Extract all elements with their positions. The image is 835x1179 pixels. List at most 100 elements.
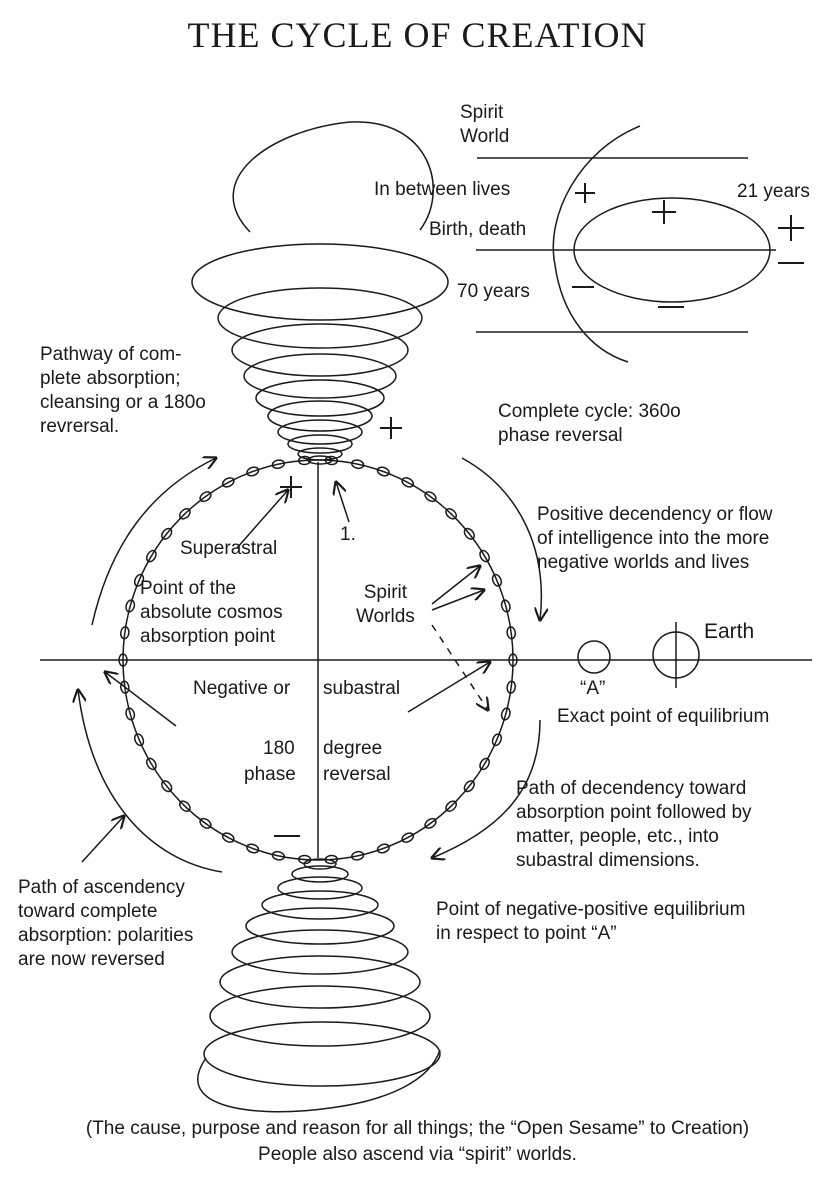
lower-vortex-spiral — [197, 858, 441, 1113]
upper-vortex-spiral — [191, 121, 449, 465]
inset-birth-death-label: Birth, death — [429, 219, 527, 240]
ascendency-pointer — [81, 816, 124, 863]
spirit-worlds-pointer-1 — [431, 566, 480, 605]
vortex-ring — [261, 890, 379, 920]
circle-loop — [246, 466, 260, 477]
circle-loop — [463, 780, 475, 793]
circle-loop — [479, 549, 490, 563]
vortex-ring — [277, 419, 363, 445]
circle-loop — [118, 653, 128, 667]
plus-icon — [280, 476, 302, 498]
superastral-pointer — [236, 490, 288, 549]
inset-70-years-label: 70 years — [457, 281, 530, 302]
circle-loop — [479, 757, 490, 771]
vortex-ring — [191, 243, 449, 321]
vortex-ring — [203, 1021, 441, 1087]
circle-loop — [161, 780, 173, 793]
circle-loop — [351, 459, 365, 470]
circle-loop — [120, 680, 130, 694]
plus-icon — [652, 200, 676, 224]
vortex-ring — [245, 907, 395, 945]
subastral-label: subastral — [323, 678, 401, 699]
diagram-title: THE CYCLE OF CREATION — [187, 15, 648, 55]
circle-loop — [221, 832, 235, 843]
plus-icon — [380, 417, 402, 439]
circle-loop — [401, 477, 415, 488]
vortex-ring — [217, 287, 423, 349]
circle-loop — [199, 817, 212, 829]
circle-loop — [445, 800, 458, 812]
circle-loop — [351, 850, 365, 861]
ascending-arc-arrow — [91, 458, 216, 626]
point-a-label: “A” — [580, 678, 606, 699]
circle-loop — [500, 599, 511, 613]
circle-loop — [324, 455, 339, 466]
absolute-cosmos-label: Point of the absolute cosmos absorption … — [140, 578, 283, 647]
point-one-label: 1. — [340, 524, 356, 545]
phase-label: phase — [244, 764, 296, 785]
circle-loop — [500, 707, 511, 721]
earth-label: Earth — [704, 620, 755, 643]
inset-21-years-label: 21 years — [737, 181, 810, 202]
circle-loop — [424, 817, 437, 829]
circle-loop — [271, 459, 285, 470]
vortex-ring — [243, 353, 397, 399]
circle-loop — [376, 466, 390, 477]
circle-loop — [506, 626, 516, 640]
vortex-ring — [209, 985, 431, 1047]
circle-loop — [246, 843, 260, 854]
circle-loop — [297, 455, 312, 466]
negative-or-label: Negative or — [193, 678, 291, 699]
circle-loop — [491, 733, 503, 747]
circle-loop — [146, 757, 157, 771]
vortex-ring — [231, 323, 409, 377]
negative-right-pointer — [407, 662, 490, 713]
positive-decendency-label: Positive decendency or flow of intellige… — [537, 504, 773, 573]
vortex-ring — [277, 876, 363, 900]
spirit-worlds-label: Spirit Worlds — [356, 582, 415, 627]
inset-spirit-world-label: Spirit World — [460, 102, 510, 147]
spirit-worlds-circle — [118, 455, 518, 865]
descending-arc-arrow-right — [461, 457, 541, 620]
circle-loop — [161, 527, 173, 540]
spirit-worlds-pointer-2 — [431, 590, 484, 611]
circle-loop — [271, 850, 285, 861]
path-ascendency-label: Path of ascendency toward complete absor… — [18, 877, 194, 970]
vortex-ring — [255, 379, 385, 417]
circle-loop — [424, 491, 437, 503]
reversal-label: reversal — [323, 764, 391, 785]
vortex-ring — [231, 929, 409, 975]
circle-loop — [445, 508, 458, 520]
circle-loop — [178, 508, 191, 520]
neg-pos-equilibrium-label: Point of negative-positive equilibrium i… — [436, 899, 746, 944]
vortex-top-curl — [232, 121, 434, 233]
descending-arc-arrow-lower-right — [432, 719, 541, 858]
inset-outer-arc — [552, 125, 641, 363]
point-one-pointer — [336, 482, 350, 523]
circle-loop — [297, 854, 312, 865]
circle-loop — [199, 491, 212, 503]
degree-label: degree — [323, 738, 383, 759]
footer-caption: (The cause, purpose and reason for all t… — [85, 1118, 750, 1165]
vortex-ring — [267, 400, 373, 432]
circle-loop — [401, 832, 415, 843]
vortex-bottom-curl — [197, 1049, 441, 1113]
circle-loop — [133, 573, 145, 587]
circle-loop — [125, 599, 136, 613]
circle-loop — [508, 653, 518, 667]
circle-loop — [491, 573, 503, 587]
ascending-arc-arrow-left — [78, 690, 223, 873]
circle-loop — [178, 800, 191, 812]
pathway-absorption-label: Pathway of com- plete absorption; cleans… — [40, 344, 206, 437]
circle-loop — [463, 527, 475, 540]
circle-loop — [506, 680, 516, 694]
circle-loop — [324, 854, 339, 865]
point-a-circle — [577, 640, 611, 674]
circle-loop — [120, 626, 130, 640]
circle-loop — [125, 707, 136, 721]
exact-equilibrium-label: Exact point of equilibrium — [557, 706, 770, 727]
vortex-ring — [219, 955, 421, 1009]
spirit-worlds-pointer-dashed — [431, 624, 488, 710]
inset-ellipse — [573, 197, 771, 303]
